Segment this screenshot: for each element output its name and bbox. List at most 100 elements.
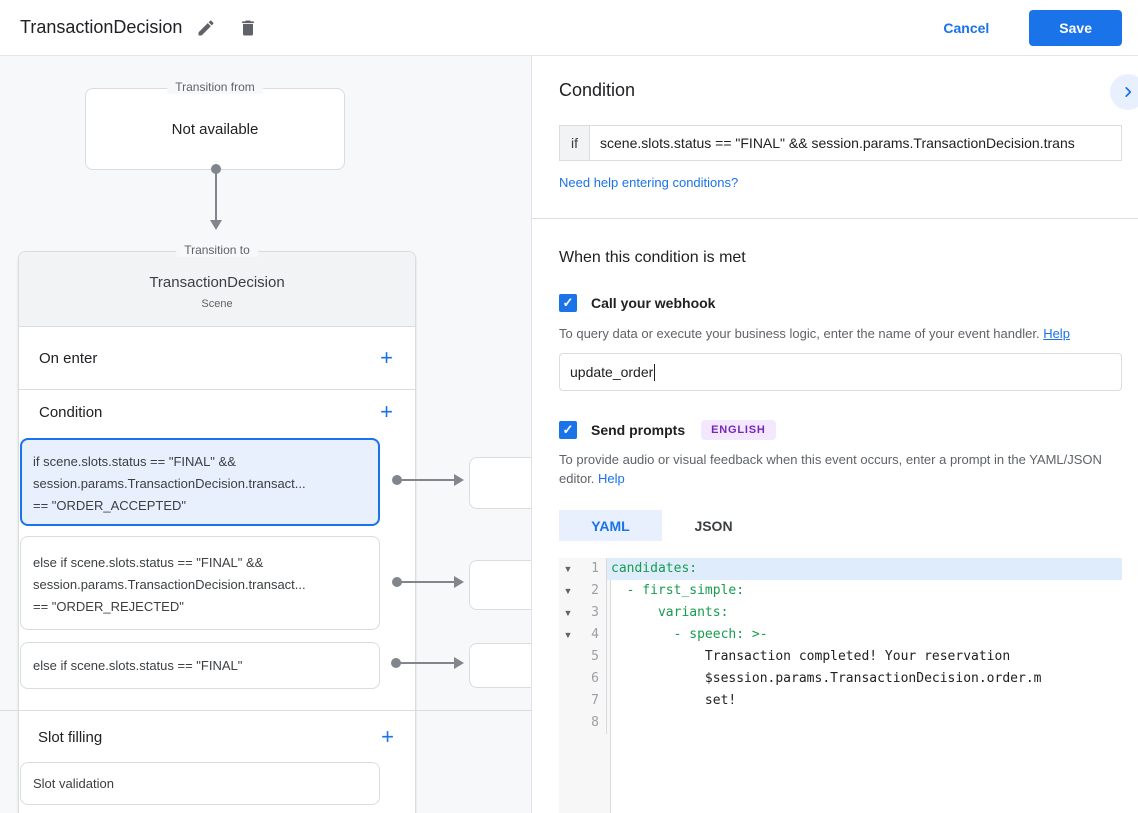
transition-from-content: Not available bbox=[171, 120, 259, 138]
code-text: - first_simple: bbox=[611, 583, 745, 598]
when-met-title: When this condition is met bbox=[559, 249, 746, 266]
editor-tabs: YAML JSON bbox=[559, 510, 1122, 541]
delete-scene-button[interactable] bbox=[230, 10, 266, 46]
line-number: 3 bbox=[577, 602, 607, 624]
condition-expression-input[interactable]: scene.slots.status == "FINAL" && session… bbox=[589, 125, 1122, 161]
trash-icon bbox=[238, 18, 258, 38]
add-condition-button[interactable]: + bbox=[380, 399, 393, 424]
line-number: 1 bbox=[577, 558, 607, 580]
chevron-right-icon bbox=[1121, 85, 1135, 99]
fold-spacer bbox=[559, 690, 577, 712]
webhook-help-link[interactable]: Help bbox=[1043, 326, 1070, 341]
condition-help-link[interactable]: Need help entering conditions? bbox=[559, 175, 739, 190]
scene-name: TransactionDecision bbox=[149, 274, 285, 291]
fold-toggle-icon[interactable]: ▼ bbox=[563, 608, 573, 618]
connector-dot[interactable] bbox=[391, 658, 401, 668]
transition-to-label: Transition to bbox=[176, 243, 258, 257]
on-enter-section[interactable]: On enter + bbox=[19, 327, 415, 389]
condition-item-accepted[interactable]: if scene.slots.status == "FINAL" && sess… bbox=[20, 438, 380, 526]
when-met-section: When this condition is met ✓ Call your w… bbox=[532, 219, 1138, 813]
tab-yaml[interactable]: YAML bbox=[559, 510, 662, 541]
fold-spacer bbox=[559, 712, 577, 734]
webhook-description: To query data or execute your business l… bbox=[559, 326, 1070, 341]
send-prompts-row: ✓ Send prompts ENGLISH bbox=[559, 420, 1122, 440]
panel-title: Condition bbox=[559, 80, 636, 100]
transition-from-label: Transition from bbox=[167, 80, 263, 94]
webhook-row: ✓ Call your webhook bbox=[559, 294, 1122, 312]
tab-json[interactable]: JSON bbox=[694, 517, 733, 534]
code-text bbox=[607, 712, 1122, 734]
editor-line[interactable]: ▼ 2 - first_simple: bbox=[559, 580, 1122, 602]
top-bar: TransactionDecision Cancel Save bbox=[0, 0, 1138, 56]
connector-dot[interactable] bbox=[392, 577, 402, 587]
connector-dot bbox=[211, 164, 221, 174]
scene-flow-canvas: Transition from Not available Transition… bbox=[0, 56, 531, 813]
transition-from-node: Transition from Not available bbox=[85, 80, 345, 170]
divider bbox=[0, 710, 531, 711]
send-prompts-label: Send prompts bbox=[591, 422, 686, 438]
edit-scene-button[interactable] bbox=[188, 10, 224, 46]
send-prompts-checkbox[interactable]: ✓ bbox=[559, 421, 577, 439]
condition-header-section: Condition if scene.slots.status == "FINA… bbox=[532, 56, 1138, 219]
page-title: TransactionDecision bbox=[20, 17, 183, 37]
connector-dot[interactable] bbox=[392, 475, 402, 485]
condition-item-rejected[interactable]: else if scene.slots.status == "FINAL" &&… bbox=[20, 536, 380, 630]
editor-gutter bbox=[559, 558, 611, 813]
editor-line[interactable]: 6 $session.params.TransactionDecision.or… bbox=[559, 668, 1122, 690]
arrowhead-icon bbox=[454, 576, 464, 588]
condition-expression-row: if scene.slots.status == "FINAL" && sess… bbox=[559, 125, 1122, 161]
code-text: variants: bbox=[611, 605, 729, 620]
transition-arrow-down bbox=[210, 164, 222, 230]
arrowhead-icon bbox=[454, 657, 464, 669]
fold-spacer bbox=[559, 668, 577, 690]
line-number: 6 bbox=[577, 668, 607, 690]
if-prefix: if bbox=[559, 125, 589, 161]
save-button[interactable]: Save bbox=[1029, 9, 1122, 46]
editor-line[interactable]: ▼ 3 variants: bbox=[559, 602, 1122, 624]
condition-item-final[interactable]: else if scene.slots.status == "FINAL" bbox=[20, 642, 380, 689]
prompts-help-link[interactable]: Help bbox=[598, 471, 625, 486]
condition-section[interactable]: Condition + bbox=[19, 390, 415, 434]
collapse-panel-button[interactable] bbox=[1110, 74, 1138, 110]
language-badge: ENGLISH bbox=[701, 420, 776, 440]
line-number: 7 bbox=[577, 690, 607, 712]
line-number: 5 bbox=[577, 646, 607, 668]
fold-toggle-icon[interactable]: ▼ bbox=[563, 564, 573, 574]
slot-validation-item[interactable]: Slot validation bbox=[20, 762, 380, 805]
condition-label: Condition bbox=[39, 403, 103, 421]
editor-line[interactable]: 8 bbox=[559, 712, 1122, 734]
prompts-description: To provide audio or visual feedback when… bbox=[559, 452, 1102, 486]
add-slot-button[interactable]: + bbox=[381, 724, 394, 749]
code-text: Transaction completed! Your reservation bbox=[611, 649, 1011, 664]
on-enter-label: On enter bbox=[39, 349, 98, 367]
line-number: 2 bbox=[577, 580, 607, 602]
transition-target-node[interactable] bbox=[469, 560, 531, 610]
scene-card-header[interactable]: TransactionDecision Scene bbox=[19, 252, 415, 327]
editor-line[interactable]: 7 set! bbox=[559, 690, 1122, 712]
fold-toggle-icon[interactable]: ▼ bbox=[563, 630, 573, 640]
slot-filling-section[interactable]: Slot filling + bbox=[18, 715, 416, 759]
editor-line[interactable]: ▼4 - speech: >- bbox=[559, 624, 1122, 646]
code-text: candidates: bbox=[607, 558, 1122, 580]
fold-spacer bbox=[559, 646, 577, 668]
text-caret bbox=[654, 363, 656, 381]
cancel-button[interactable]: Cancel bbox=[927, 12, 1005, 44]
scene-card: Transition to TransactionDecision Scene … bbox=[18, 243, 416, 813]
editor-line[interactable]: 5 Transaction completed! Your reservatio… bbox=[559, 646, 1122, 668]
arrowhead-icon bbox=[210, 220, 222, 230]
line-number: 8 bbox=[577, 712, 607, 734]
scene-type: Scene bbox=[201, 298, 233, 310]
condition-editor-panel: Condition if scene.slots.status == "FINA… bbox=[531, 56, 1138, 813]
fold-toggle-icon[interactable]: ▼ bbox=[563, 586, 573, 596]
code-text: $session.params.TransactionDecision.orde… bbox=[611, 671, 1042, 686]
transition-target-node[interactable] bbox=[469, 643, 531, 688]
line-number: 4 bbox=[577, 624, 607, 646]
event-handler-input[interactable]: update_order bbox=[559, 353, 1122, 391]
transition-target-node[interactable] bbox=[469, 457, 531, 509]
code-text: set! bbox=[611, 693, 737, 708]
webhook-checkbox[interactable]: ✓ bbox=[559, 294, 577, 312]
add-on-enter-button[interactable]: + bbox=[380, 345, 393, 370]
